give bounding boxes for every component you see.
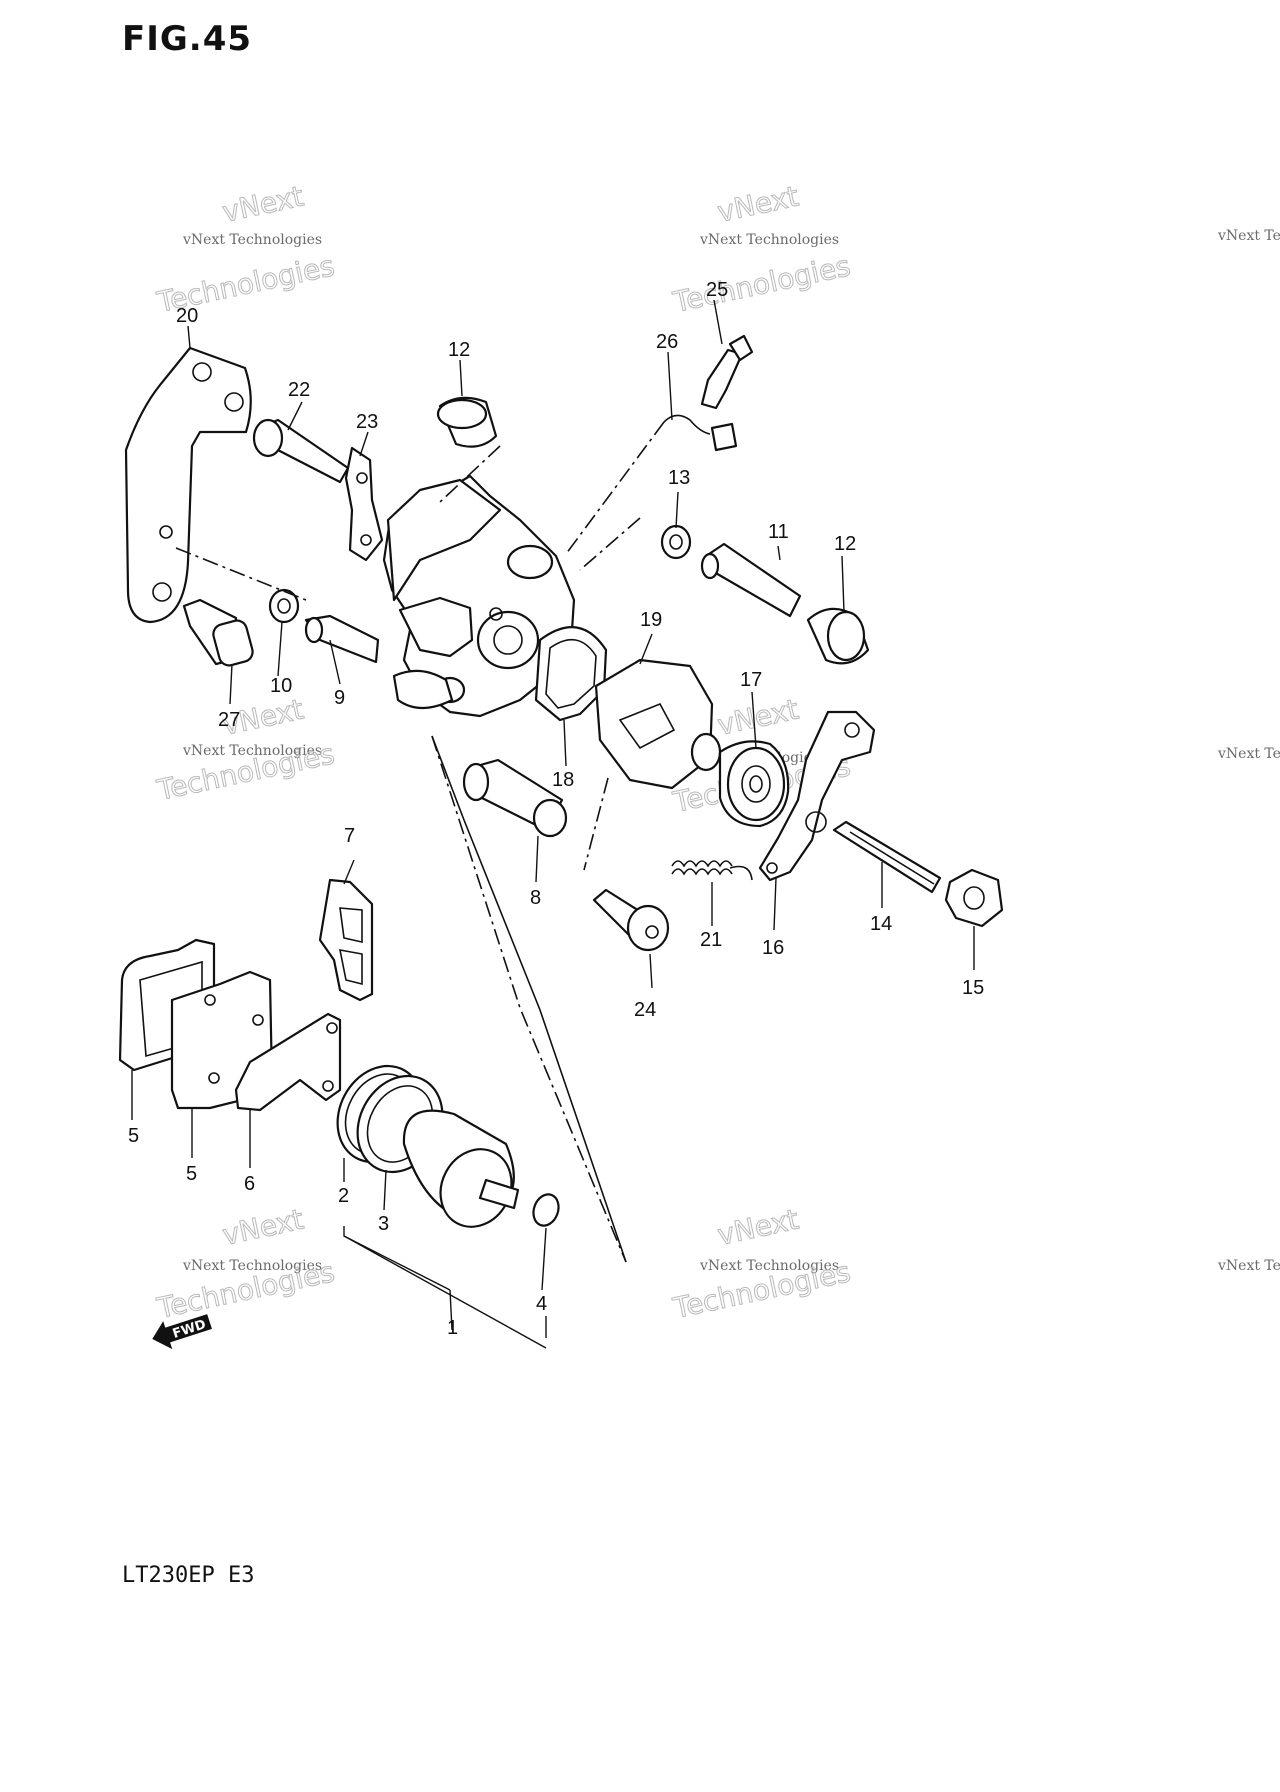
callout-26: 26	[656, 331, 678, 353]
svg-text:vNext: vNext	[715, 1203, 802, 1252]
callout-21: 21	[700, 929, 722, 951]
boot-part-12-top	[436, 396, 498, 448]
svg-text:vNext Technologies: vNext Technologies	[1217, 746, 1280, 762]
callout-18: 18	[552, 769, 574, 791]
svg-text:vNext Technologies: vNext Technologies	[182, 1258, 322, 1274]
svg-text:vNext Technologies: vNext Technologies	[182, 743, 322, 759]
callout-labels: 1 2 3 4 5 5 6 7 8 9 10 11 12 12 13 14 15…	[128, 279, 984, 1339]
figure-title: FIG.45	[122, 19, 252, 59]
callout-12-top: 12	[448, 339, 470, 361]
pin-part-8	[462, 758, 568, 838]
bracket-part-20	[124, 346, 252, 624]
callout-8: 8	[530, 887, 541, 909]
callout-19: 19	[640, 609, 662, 631]
callout-16: 16	[762, 937, 784, 959]
cam-part-19	[594, 658, 722, 790]
callout-27: 27	[218, 709, 240, 731]
washer-part-13	[660, 524, 692, 560]
plate-part-23	[344, 446, 384, 562]
piston-part-1	[402, 1109, 520, 1228]
svg-text:vNext Technologies: vNext Technologies	[1217, 1258, 1280, 1274]
pin-part-9	[304, 614, 380, 664]
boot-part-12-right	[806, 607, 870, 665]
nut-part-15	[944, 868, 1004, 928]
spring-part-21	[671, 860, 753, 881]
watermark-top-center: vNext vNext Technologies Technologies	[669, 179, 854, 319]
callout-22: 22	[288, 379, 310, 401]
seal-part-18	[534, 626, 608, 722]
callout-14: 14	[870, 913, 892, 935]
svg-text:Technologies: Technologies	[670, 249, 854, 319]
callout-17: 17	[740, 669, 762, 691]
watermark-right-edge: vNext Technologies vNext Technologies vN…	[1217, 228, 1280, 1274]
watermark-mid-left: vNext vNext Technologies Technologies	[153, 692, 338, 807]
watermark-bottom-center: vNext vNext Technologies Technologies	[669, 1202, 854, 1325]
bolt-part-27	[182, 598, 254, 667]
bleeder-part-25	[700, 334, 754, 410]
watermark-top-left: vNext vNext Technologies Technologies	[153, 179, 338, 319]
oring-part-4	[532, 1193, 560, 1227]
caliper-body	[382, 474, 576, 718]
callout-23: 23	[356, 411, 378, 433]
callout-6: 6	[244, 1173, 255, 1195]
watermark-bottom-left: vNext vNext Technologies Technologies	[153, 1202, 338, 1325]
callout-5a: 5	[128, 1125, 139, 1147]
svg-text:vNext Technologies: vNext Technologies	[699, 232, 839, 248]
assembly-lines	[175, 421, 665, 1263]
callout-15: 15	[962, 977, 984, 999]
model-code: LT230EP E3	[122, 1563, 254, 1588]
callout-5b: 5	[186, 1163, 197, 1185]
bearing-part-17	[718, 740, 790, 828]
svg-text:vNext: vNext	[715, 693, 802, 742]
svg-text:vNext Technologies: vNext Technologies	[1217, 228, 1280, 244]
shim-part-6	[234, 1012, 342, 1112]
bolt-part-24	[592, 888, 670, 952]
callout-13: 13	[668, 467, 690, 489]
leader-lines	[131, 299, 975, 1349]
pin-part-11	[700, 542, 802, 618]
callout-25: 25	[706, 279, 728, 301]
shim-part-7	[318, 878, 374, 1002]
bolt-part-14	[832, 820, 942, 894]
callout-9: 9	[334, 687, 345, 709]
callout-1: 1	[447, 1317, 458, 1339]
callout-11: 11	[768, 521, 789, 543]
svg-text:vNext: vNext	[220, 180, 307, 229]
callout-4: 4	[536, 1293, 547, 1315]
washer-part-10	[268, 588, 300, 624]
callout-20: 20	[176, 305, 198, 327]
callout-12-right: 12	[834, 533, 856, 555]
bolt-part-22	[252, 418, 350, 484]
callout-3: 3	[378, 1213, 389, 1235]
lever-part-16	[758, 710, 876, 882]
svg-text:vNext: vNext	[715, 180, 802, 229]
svg-text:vNext Technologies: vNext Technologies	[699, 1258, 839, 1274]
callout-2: 2	[338, 1185, 349, 1207]
svg-text:vNext Technologies: vNext Technologies	[182, 232, 322, 248]
callout-7: 7	[344, 825, 355, 847]
callout-10: 10	[270, 675, 292, 697]
svg-text:vNext: vNext	[220, 1203, 307, 1252]
cap-part-26	[663, 414, 738, 452]
callout-24: 24	[634, 999, 656, 1021]
